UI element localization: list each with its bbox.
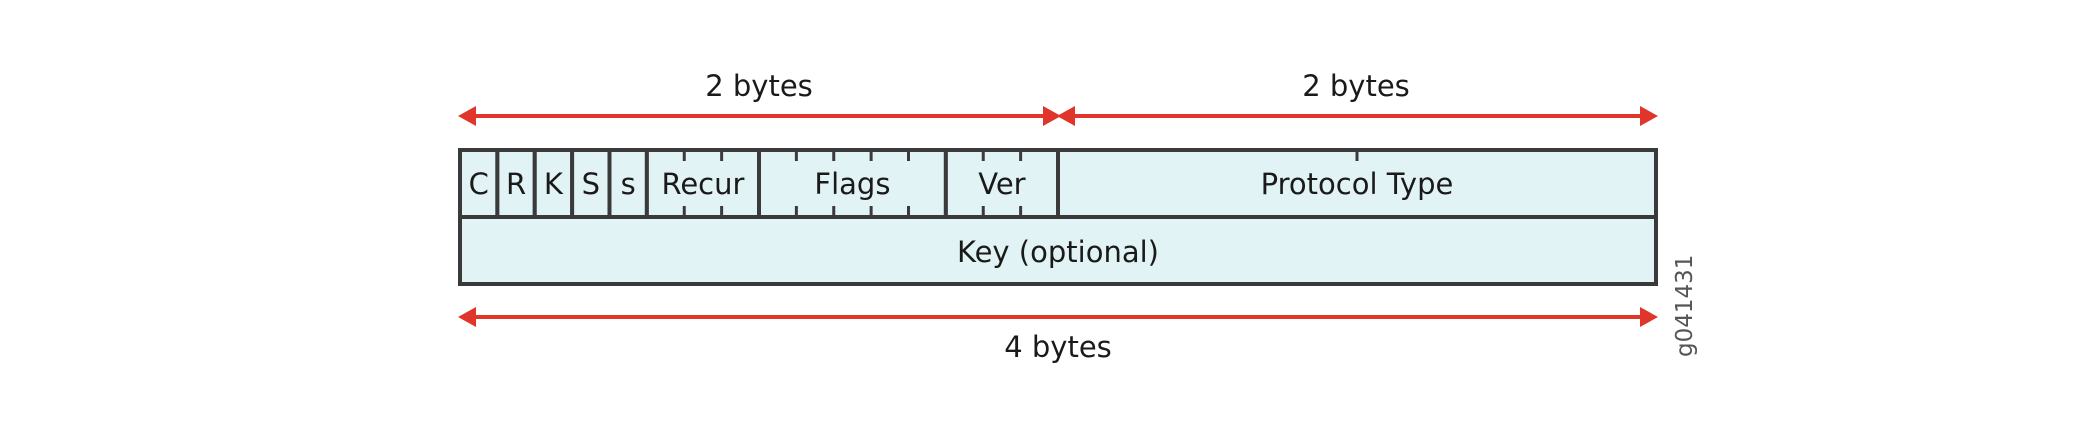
- field-k: K: [532, 148, 575, 219]
- dimension-label-top-left: 2 bytes: [705, 69, 813, 103]
- field-r: R: [495, 148, 537, 219]
- dimension-arrow-bottom: [458, 307, 1658, 327]
- figure-id-label: g041431: [1672, 255, 1698, 357]
- field-ver: Ver: [943, 148, 1060, 219]
- field-label: Protocol Type: [1261, 167, 1454, 201]
- field-label: s: [621, 167, 636, 201]
- field-protocol-type: Protocol Type: [1056, 148, 1658, 219]
- dimension-arrow-top-right: [1057, 106, 1658, 126]
- field-label: Flags: [814, 167, 890, 201]
- field-label: C: [469, 167, 489, 201]
- field-recur: Recur: [644, 148, 761, 219]
- field-label: Ver: [978, 167, 1025, 201]
- key-row: Key (optional): [458, 215, 1658, 286]
- field-label: S: [582, 167, 600, 201]
- dimension-label-bottom: 4 bytes: [1004, 330, 1112, 364]
- field-label: Recur: [661, 167, 744, 201]
- key-field-label: Key (optional): [957, 235, 1159, 269]
- field-label: R: [506, 167, 526, 201]
- dimension-label-top-right: 2 bytes: [1302, 69, 1410, 103]
- field-s-lower: s: [607, 148, 649, 219]
- field-c: C: [458, 148, 500, 219]
- field-flags: Flags: [757, 148, 948, 219]
- dimension-arrow-top-left: [458, 106, 1061, 126]
- field-label: K: [544, 167, 564, 201]
- field-s: S: [570, 148, 612, 219]
